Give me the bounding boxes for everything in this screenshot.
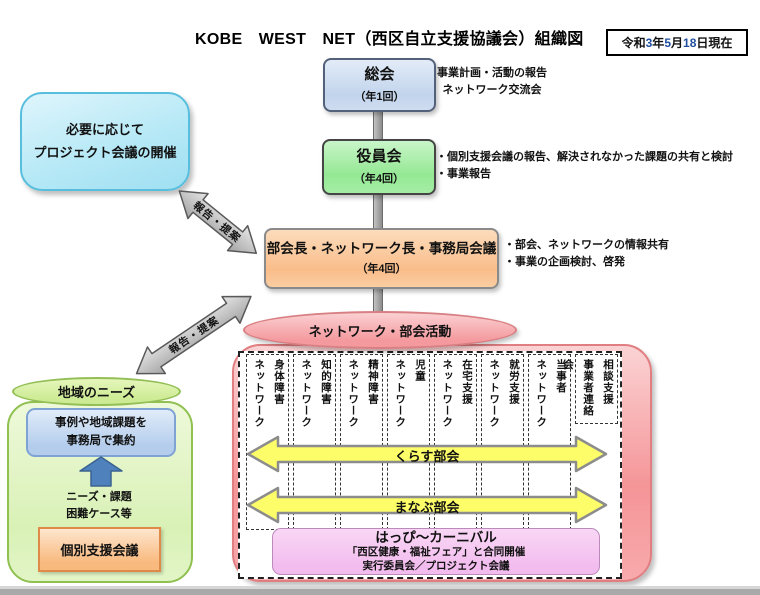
up-arrow-icon — [79, 456, 123, 487]
chairs-secretariat-meeting-title: 部会長・ネットワーク長・事務局会議 — [266, 240, 497, 256]
report-proposal-arrow-lower-icon — [126, 281, 263, 390]
general-assembly-notes: 事業計画・活動の報告 ネットワーク交流会 — [437, 67, 547, 97]
community-needs-ellipse: 地域のニーズ — [12, 377, 181, 406]
network-activity-ellipse: ネットワーク・部会活動 — [243, 311, 517, 349]
happy-carnival-box: はっぴ～カーニバル 「西区健康・福祉フェア」と合同開催 実行委員会／プロジェクト… — [272, 528, 600, 575]
manabu-bukai-arrow-icon — [246, 485, 608, 525]
page-title: KOBE WEST NET（西区自立支援協議会）組織図 — [195, 31, 584, 48]
general-assembly-frequency: （年1回） — [354, 90, 405, 103]
needs-issues-note: ニーズ・課題 困難ケース等 — [66, 491, 132, 521]
happy-carnival-line3: 実行委員会／プロジェクト会議 — [362, 559, 510, 572]
kurasu-bukai-arrow-icon — [246, 434, 608, 474]
general-assembly-title: 総会 — [364, 66, 395, 84]
individual-support-meeting-box: 個別支援会議 — [38, 527, 161, 572]
chairs-secretariat-meeting-notes: ・部会、ネットワークの情報共有 ・事業の企画検討、啓発 — [504, 239, 669, 269]
case-aggregation-box: 事例や地域課題を 事務局で集約 — [26, 408, 176, 457]
kurasu-bukai-label: くらす部会 — [394, 449, 460, 464]
happy-carnival-title: はっぴ～カーニバル — [375, 529, 497, 545]
happy-carnival-line2: 「西区健康・福祉フェア」と合同開催 — [346, 545, 526, 558]
general-assembly-box: 総会 （年1回） — [323, 58, 436, 112]
date-text: 令和3年5月18日現在 — [621, 36, 733, 50]
connector-soukai-yakuin — [373, 107, 383, 143]
page-bottom-divider — [0, 586, 760, 589]
network-column-consultation: 相談支援 事業者連絡会 — [562, 354, 618, 424]
manabu-bukai-label: まなぶ部会 — [394, 500, 460, 515]
connector-yakuin-bukaicho — [373, 190, 383, 232]
board-meeting-frequency: （年4回） — [353, 172, 405, 185]
report-proposal-arrow-upper-icon — [167, 176, 269, 268]
board-meeting-box: 役員会 （年4回） — [322, 139, 436, 195]
chairs-secretariat-meeting-frequency: （年4回） — [356, 263, 407, 276]
date-box: 令和3年5月18日現在 — [606, 29, 748, 56]
board-meeting-title: 役員会 — [356, 148, 402, 166]
page-bottom-margin — [0, 589, 760, 595]
chairs-secretariat-meeting-box: 部会長・ネットワーク長・事務局会議 （年4回） — [264, 228, 499, 289]
board-meeting-notes: ・個別支援会議の報告、解決されなかった課題の共有と検討 ・事業報告 — [436, 151, 733, 181]
project-meeting-box: 必要に応じて プロジェクト会議の開催 — [20, 92, 190, 191]
